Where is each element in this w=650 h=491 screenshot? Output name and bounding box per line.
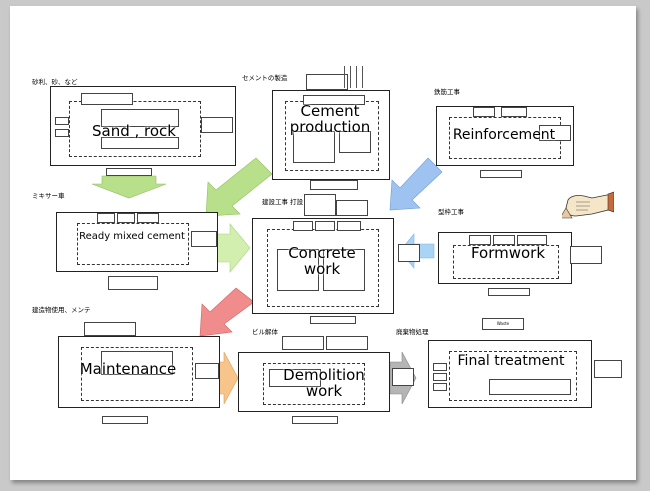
arrow-mixer-right <box>215 223 251 273</box>
slide: 砂利、砂、など セメントの製造 鉄筋工事 ミキサー車 建設工事 打設 型枠工事 … <box>10 6 636 480</box>
title-ready-mixed: Ready mixed cement <box>79 231 185 242</box>
process-box <box>101 109 179 127</box>
label-sand: 砂利、砂、など <box>32 78 78 86</box>
title-final: Final treatment <box>457 353 565 369</box>
input-box <box>493 235 515 245</box>
output-box <box>594 360 622 378</box>
label-use: 建造物使用、メンテ <box>32 306 91 314</box>
input-box <box>306 74 348 90</box>
input-box <box>117 213 135 223</box>
system-boundary <box>449 351 577 401</box>
output-box <box>191 231 217 247</box>
output-box <box>570 246 602 264</box>
output-box <box>102 416 148 424</box>
process-box <box>101 137 179 149</box>
output-box <box>480 170 522 178</box>
title-formwork: Formwork <box>470 244 546 262</box>
title-demolition: Demolition work <box>283 366 365 400</box>
system-boundary <box>453 245 559 279</box>
input-box <box>473 107 495 117</box>
label-mixer: ミキサー車 <box>32 192 65 200</box>
output-box <box>195 363 219 379</box>
output-box <box>488 288 530 296</box>
system-boundary <box>77 223 189 265</box>
block-sand <box>50 86 236 166</box>
input-box <box>315 221 335 231</box>
title-reinforcement: Reinforcement <box>452 127 556 143</box>
input-line <box>362 66 363 88</box>
input-box <box>326 336 368 350</box>
input-box <box>433 363 447 371</box>
block-cement <box>272 90 390 180</box>
system-boundary <box>69 101 201 157</box>
input-line <box>344 66 345 88</box>
label-demolition: ビル解体 <box>252 328 278 336</box>
system-boundary <box>263 363 365 405</box>
input-box <box>282 336 324 350</box>
input-box <box>97 213 115 223</box>
title-sand: Sand , rock <box>92 122 176 140</box>
output-box <box>201 117 233 133</box>
input-box <box>293 221 313 231</box>
title-concrete: Concrete work <box>288 244 356 278</box>
output-box <box>539 125 571 141</box>
input-box <box>84 322 136 336</box>
waste-box: Waste <box>482 318 524 330</box>
block-concrete <box>252 218 394 314</box>
output-box <box>108 276 158 290</box>
output-box <box>392 368 414 386</box>
process-box <box>339 131 371 153</box>
block-maintenance <box>58 336 220 408</box>
block-reinforcement <box>436 106 574 166</box>
input-box <box>336 200 368 216</box>
input-box <box>433 383 447 391</box>
input-box <box>55 117 69 125</box>
input-box <box>137 213 159 223</box>
process-box <box>293 131 335 163</box>
input-box <box>337 221 361 231</box>
input-line <box>356 66 357 88</box>
process-box <box>101 351 173 375</box>
input-box <box>304 194 336 216</box>
label-rebar: 鉄筋工事 <box>434 88 460 96</box>
process-box <box>303 95 365 105</box>
arrow-concrete-diag <box>199 287 255 337</box>
output-box <box>310 180 358 190</box>
arrow-cement-diag <box>205 157 273 217</box>
label-formwork: 型枠工事 <box>438 208 464 216</box>
title-cement: Cement production <box>289 102 371 136</box>
arrow-reinforce-diag <box>389 157 443 211</box>
title-maintenance: Maintenance <box>79 360 177 378</box>
arrow-sand-down <box>91 175 167 199</box>
input-box <box>469 235 491 245</box>
input-box <box>433 373 447 381</box>
block-ready-mixed <box>56 212 218 272</box>
system-boundary <box>81 347 193 401</box>
process-box <box>489 379 571 395</box>
label-construction: 建設工事 打設 <box>262 198 304 206</box>
pointing-hand-icon <box>562 191 614 219</box>
output-box <box>398 244 420 262</box>
input-line <box>350 66 351 88</box>
process-box <box>81 93 133 105</box>
input-box <box>55 129 69 137</box>
output-box <box>106 168 152 176</box>
block-demolition <box>238 352 390 412</box>
label-cement: セメントの製造 <box>242 74 288 82</box>
process-box <box>277 249 319 291</box>
block-final <box>428 340 592 408</box>
process-box <box>323 249 365 291</box>
input-box <box>517 235 547 245</box>
input-box <box>501 107 527 117</box>
label-waste: 廃棄物処理 <box>396 328 429 336</box>
output-box <box>292 416 338 424</box>
output-box <box>310 316 356 324</box>
process-box <box>269 369 321 387</box>
